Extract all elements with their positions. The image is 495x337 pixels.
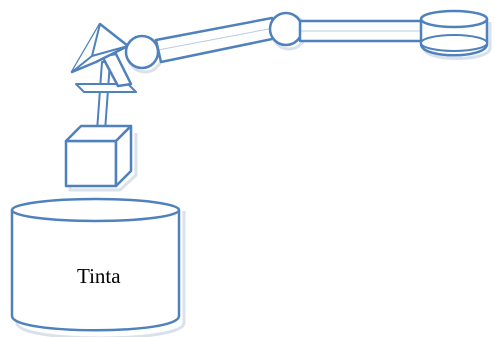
nozzle-cube-side [114,124,133,188]
ink-tank-top [10,197,181,223]
forearm [298,19,425,43]
ink-tank-body [10,210,181,332]
base-disc [419,9,492,60]
ink-tank-label: Tinta [77,264,121,288]
base-disc-top [419,9,489,29]
base-disc-middle [420,34,488,52]
nozzle-cube-front [64,139,118,188]
spray-head [70,22,137,93]
feed-tube [96,61,111,132]
upper-arm [154,16,279,64]
ink-tank: Tinta [10,197,186,337]
nozzle-cube [64,124,138,192]
